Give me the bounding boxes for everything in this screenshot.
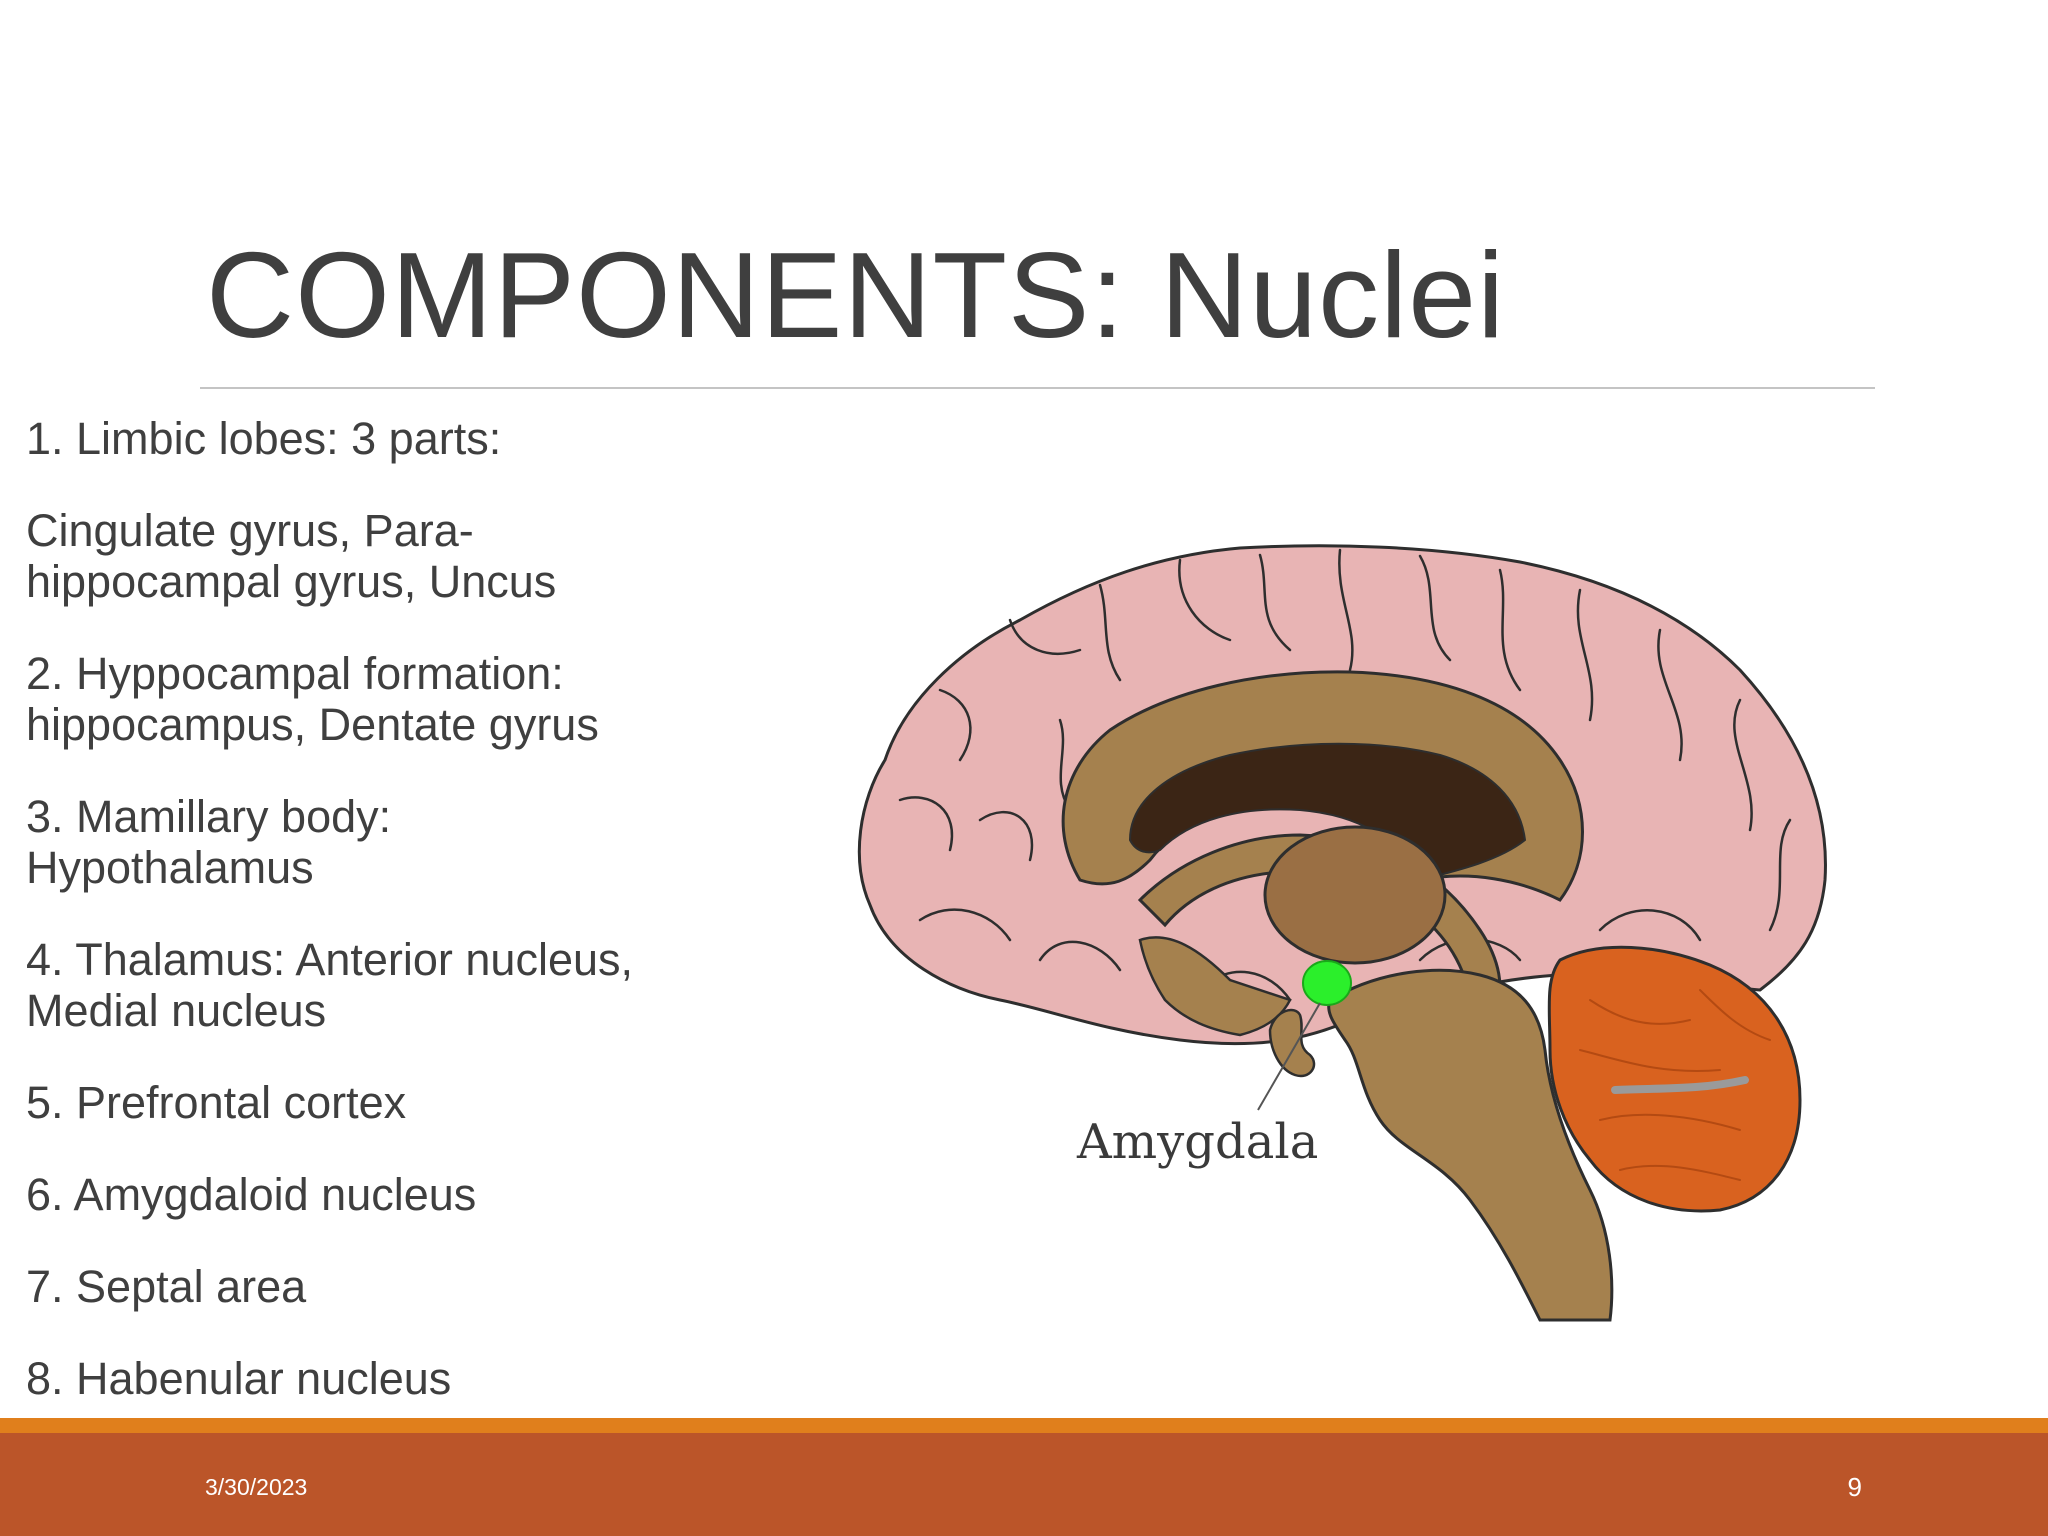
list-item-mamillary-body: 3. Mamillary body: Hypothalamus [26,791,392,893]
footer-bar [0,1433,2048,1536]
list-item-hippocampal-formation: 2. Hyppocampal formation: hippocampus, D… [26,648,599,750]
list-item-septal-area: 7. Septal area [26,1261,307,1312]
slide-page-number: 9 [1847,1472,1862,1502]
list-item-habenular-nucleus: 8. Habenular nucleus [26,1353,452,1404]
brain-sagittal-illustration: Amygdala [857,544,1827,1322]
list-item-limbic-lobes: 1. Limbic lobes: 3 parts: [26,413,502,464]
amygdala-region [1302,960,1352,1006]
list-item-amygdaloid-nucleus: 6. Amygdaloid nucleus [26,1169,477,1220]
cortex-folds [898,548,1792,1002]
cerebellum-folia [1579,989,1771,1181]
amygdala-pointer-line [1257,1002,1321,1111]
brainstem [1327,968,1614,1322]
slide-title: COMPONENTS: Nuclei [206,227,1506,363]
list-item-thalamus: 4. Thalamus: Anterior nucleus, Medial nu… [26,934,633,1036]
thalamus [1263,825,1447,965]
component-list: 1. Limbic lobes: 3 parts: Cingulate gyru… [26,413,746,1445]
amygdala-label: Amygdala [1076,1114,1318,1170]
hypothalamus [1138,936,1292,1037]
footer-accent-stripe [0,1418,2048,1433]
title-divider [200,387,1875,389]
footer-date: 3/30/2023 [205,1474,308,1500]
lateral-ventricle [1128,742,1527,882]
list-item-prefrontal-cortex: 5. Prefrontal cortex [26,1077,407,1128]
list-item-limbic-parts: Cingulate gyrus, Para- hippocampal gyrus… [26,505,557,607]
arbor-vitae [1611,1076,1749,1094]
